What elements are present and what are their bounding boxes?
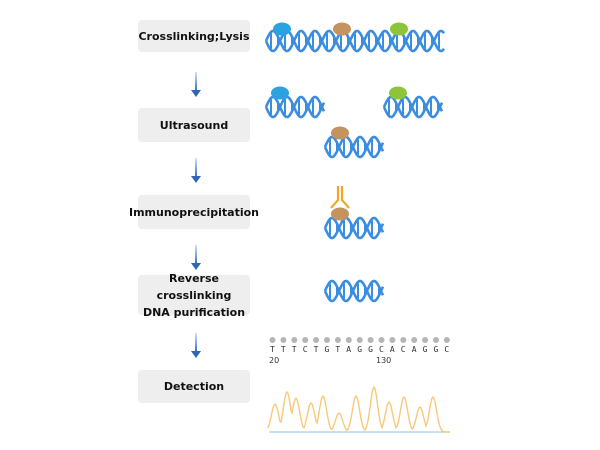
base-letter: G <box>357 345 363 354</box>
dna-fragment-icon <box>323 216 385 240</box>
base-letter: C <box>444 345 450 354</box>
base-letter: T <box>270 345 275 354</box>
protein-green-icon <box>389 86 407 100</box>
dna-fragment-icon <box>382 95 444 119</box>
chromatogram-trace <box>267 385 450 433</box>
step-reverse-crosslinking: Reverse crosslinking DNA purification <box>138 272 250 319</box>
protein-brown-icon <box>333 22 351 36</box>
base-dot <box>356 337 363 343</box>
base-letter: T <box>291 345 297 354</box>
base-dot <box>302 337 309 343</box>
arrow-down-icon <box>191 158 201 184</box>
base-dot <box>422 337 429 343</box>
base-letter: G <box>433 345 439 354</box>
base-dot <box>411 337 418 343</box>
protein-blue-icon <box>273 22 291 36</box>
step-detection: Detection <box>138 370 250 403</box>
arrow-down-icon <box>191 333 201 359</box>
step-label-line2: DNA purification <box>142 305 246 319</box>
base-letter: T <box>280 345 286 354</box>
base-letter: C <box>400 345 406 354</box>
position-label: 130 <box>376 356 392 365</box>
protein-blue-icon <box>271 86 289 100</box>
base-letter: T <box>313 345 319 354</box>
base-letter: A <box>346 345 352 354</box>
antibody-icon <box>330 186 350 209</box>
base-dot <box>291 337 298 343</box>
base-letter: C <box>379 345 384 354</box>
base-dot <box>367 337 374 343</box>
base-letter: G <box>422 345 428 354</box>
step-label: Detection <box>163 380 225 393</box>
base-dot <box>324 337 330 343</box>
base-dot <box>280 337 287 343</box>
protein-brown-icon <box>331 126 349 140</box>
base-dot <box>389 337 396 343</box>
arrow-down-icon <box>191 72 201 98</box>
base-dot <box>443 337 450 343</box>
step-ultrasound: Ultrasound <box>138 108 250 142</box>
base-letter: T <box>335 345 341 354</box>
base-dot <box>334 337 341 343</box>
dna-fragment-icon <box>323 135 385 159</box>
protein-green-icon <box>390 22 408 36</box>
step-label: Crosslinking;Lysis <box>138 29 250 43</box>
step-label: Immunoprecipitation <box>128 205 260 219</box>
dna-long-icon <box>264 29 445 53</box>
position-label: 20 <box>269 356 280 365</box>
base-dot <box>269 337 276 343</box>
base-dot <box>400 337 407 343</box>
step-label: Ultrasound <box>159 118 229 132</box>
step-label-line1: Reverse crosslinking <box>156 271 232 302</box>
base-letter: G <box>368 345 373 354</box>
dna-purified-icon <box>323 279 385 303</box>
base-letter: C <box>302 345 308 354</box>
step-crosslinking-lysis: Crosslinking;Lysis <box>138 20 250 52</box>
base-letter: A <box>389 345 395 354</box>
base-dot <box>345 337 352 343</box>
base-dot <box>433 337 439 343</box>
base-letter: A <box>411 345 417 354</box>
base-dot <box>378 337 385 343</box>
step-immunoprecipitation: Immunoprecipitation <box>129 195 259 229</box>
base-dot <box>313 337 320 343</box>
protein-brown-icon <box>331 207 349 221</box>
dna-fragment-icon <box>264 95 326 119</box>
arrow-down-icon <box>191 245 201 271</box>
base-letter: G <box>324 345 330 354</box>
